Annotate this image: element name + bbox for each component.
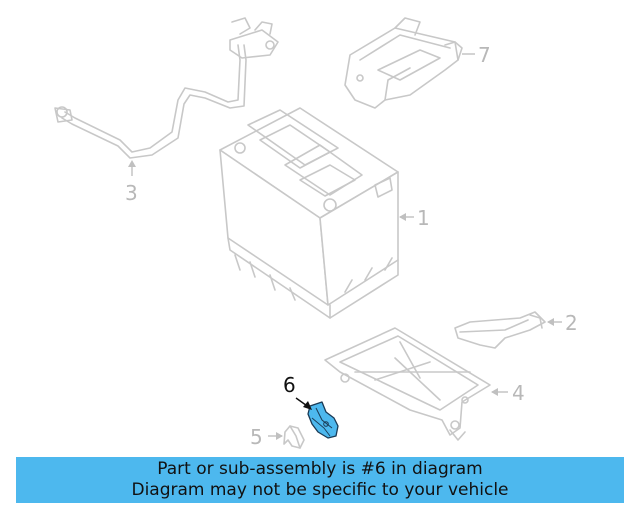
callout-7: 7: [478, 43, 491, 67]
callout-6: 6: [283, 373, 296, 397]
callout-3: 3: [125, 181, 138, 205]
callout-4: 4: [512, 381, 525, 405]
info-banner: Part or sub-assembly is #6 in diagram Di…: [16, 457, 624, 503]
part-5-clip: [268, 425, 305, 449]
callout-5: 5: [250, 425, 263, 449]
banner-line-1: Part or sub-assembly is #6 in diagram: [157, 459, 483, 479]
parts-diagram: 7 3 1 2: [54, 17, 578, 449]
part-2-hold-down: [454, 311, 562, 349]
part-3-battery-cable: [54, 17, 279, 176]
callout-1: 1: [417, 206, 430, 230]
banner-line-2: Diagram may not be specific to your vehi…: [131, 480, 509, 500]
callout-2: 2: [565, 311, 578, 335]
part-6-bracket-highlighted: [295, 397, 339, 439]
part-4-battery-tray: [324, 327, 508, 441]
part-7-bracket: [344, 17, 475, 109]
part-1-battery: [219, 107, 414, 319]
